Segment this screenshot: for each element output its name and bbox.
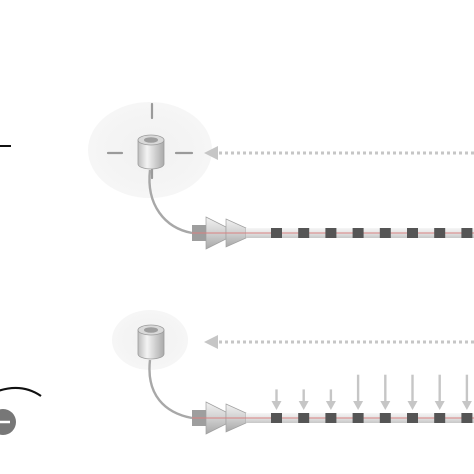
incoming-dotted-arrow: [204, 146, 474, 160]
cylinder-icon: [137, 324, 165, 360]
fiber-segment: [271, 228, 282, 238]
fiber-segment: [352, 413, 364, 423]
feed-curve: [148, 359, 193, 420]
down-arrow-icon: [353, 374, 364, 410]
fiber-segment: [461, 413, 473, 423]
fiber-segment: [434, 228, 446, 238]
panel-bottom: [0, 310, 474, 435]
fiber-assembly-top: [192, 216, 474, 250]
fiber-segment: [379, 413, 391, 423]
fiber-segment: [271, 413, 282, 423]
down-arrow-group: [271, 374, 472, 410]
fiber-segment: [352, 228, 364, 238]
fiber-segment: [298, 413, 310, 423]
panel-top: [0, 102, 474, 250]
crosshair-icon: [106, 102, 194, 180]
fiber-assembly-bottom: [192, 374, 474, 435]
cylinder-icon: [137, 134, 165, 170]
minus-circle-icon: [0, 409, 16, 435]
down-arrow-icon: [461, 374, 472, 410]
down-arrow-icon: [407, 374, 418, 410]
down-arrow-icon: [298, 389, 309, 410]
fiber-segment: [379, 228, 391, 238]
fiber-segment: [298, 228, 310, 238]
down-arrow-icon: [271, 389, 282, 410]
segment-group: [271, 413, 473, 423]
fiber-segment: [407, 228, 418, 238]
fiber-segment: [461, 228, 473, 238]
fiber-segment: [325, 228, 337, 238]
fiber-segment: [407, 413, 418, 423]
ink-arc: [0, 386, 42, 397]
fiber-segment: [325, 413, 337, 423]
feed-curve: [148, 169, 193, 235]
fiber-segment: [434, 413, 446, 423]
incoming-dotted-arrow: [204, 335, 474, 349]
down-arrow-icon: [434, 374, 445, 410]
down-arrow-icon: [325, 389, 336, 410]
segment-group: [271, 228, 473, 238]
down-arrow-icon: [380, 374, 391, 410]
